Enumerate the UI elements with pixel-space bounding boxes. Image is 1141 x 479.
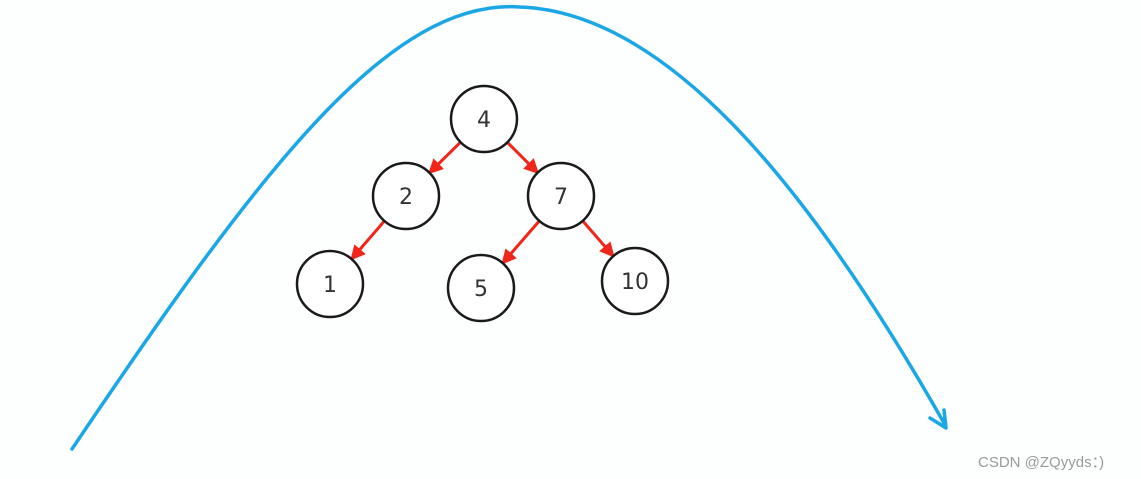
edge-arrow-n4-n7 xyxy=(504,139,540,175)
edge-arrow-n7-n10 xyxy=(580,218,615,258)
node-circle xyxy=(449,84,519,154)
tree-node-1: 1 xyxy=(295,249,365,319)
edge-arrow-n4-n2 xyxy=(428,139,463,175)
tree-node-5: 5 xyxy=(446,253,516,323)
node-circle xyxy=(446,253,516,323)
node-label: 4 xyxy=(477,108,491,133)
tree-node-10: 10 xyxy=(600,246,670,316)
node-circle xyxy=(371,161,441,231)
traversal-arrowhead xyxy=(928,408,948,430)
tree-node-4: 4 xyxy=(449,84,519,154)
node-circle xyxy=(600,246,670,316)
node-circle xyxy=(295,249,365,319)
node-label: 7 xyxy=(554,185,568,210)
node-label: 10 xyxy=(621,270,649,295)
node-label: 1 xyxy=(323,273,337,298)
edge-arrow-n2-n1 xyxy=(350,218,387,261)
tree-nodes: 4 2 7 1 5 10 xyxy=(295,84,670,323)
tree-edges xyxy=(350,139,615,265)
tree-node-7: 7 xyxy=(526,161,596,231)
traversal-arc-arrow xyxy=(70,4,946,451)
node-label: 5 xyxy=(474,277,488,302)
node-circle xyxy=(526,161,596,231)
node-label: 2 xyxy=(399,185,413,210)
edge-arrow-n7-n5 xyxy=(501,218,542,265)
tree-node-2: 2 xyxy=(371,161,441,231)
watermark-text: CSDN @ZQyyds：) xyxy=(978,454,1105,471)
